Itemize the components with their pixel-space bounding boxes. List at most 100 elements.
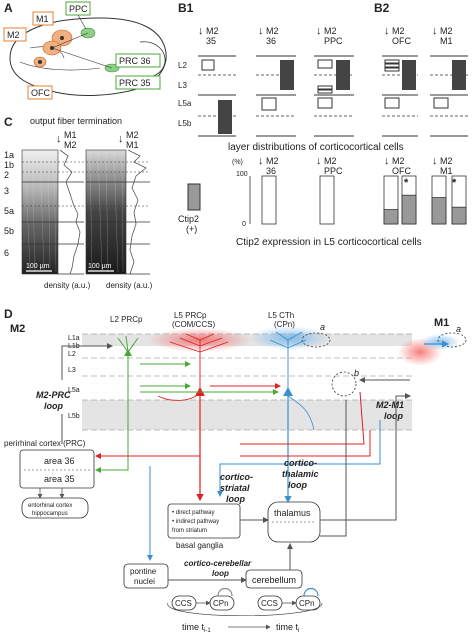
ctip2-b1-col2-line1: M2 <box>324 156 337 166</box>
b2-col2-line2: M1 <box>440 36 453 46</box>
ctip2-y100: 100 <box>236 171 248 178</box>
ccs-label-2: CCS <box>261 599 278 608</box>
panel-d: D M2 M1 L1a L1b L2 L3 L5a L5b L2 PRCp L5… <box>4 307 467 634</box>
blue-dendrite-glow <box>250 326 330 350</box>
asterisk-m1: * <box>452 177 457 189</box>
cortico-striatal-3: loop <box>226 494 245 504</box>
ctip2-b1-col1-header: ↓ M2 36 <box>258 155 279 176</box>
b1-col1-line2: 35 <box>206 36 216 46</box>
time-label-1-main: time t <box>182 622 205 632</box>
b1-col2-line1: M2 <box>266 26 279 36</box>
b2-c1-bar3 <box>384 67 400 72</box>
time-label-2-main: time t <box>276 622 299 632</box>
pontine-box <box>123 563 169 589</box>
svg-text:↓: ↓ <box>258 25 264 37</box>
time-label-1: time ti-1 <box>182 622 211 634</box>
time-label-1-sub: i-1 <box>204 628 211 634</box>
thalamus-label: thalamus <box>274 508 311 518</box>
b2-col2-line1: M2 <box>440 26 453 36</box>
prc-title: perirhinal cortex (PRC) <box>4 439 86 448</box>
ctip2-legend-line1: Ctip2 <box>178 214 199 224</box>
m1-injection-dot <box>60 36 64 40</box>
area35-label: area 35 <box>44 474 75 484</box>
cortico-striatal-1: cortico- <box>220 472 253 482</box>
d-layer-l5b: L5b <box>68 413 80 420</box>
ctip2-b1-col2-line2: PPC <box>324 166 343 176</box>
bg-item-1: • direct pathway <box>172 510 214 516</box>
panel-c-solid-lines <box>22 181 150 245</box>
time-bracket <box>167 602 323 616</box>
micrograph-m1-to-m2 <box>22 150 58 274</box>
ofc-label: OFC <box>31 88 50 98</box>
panel-c: C output fiber termination ↓ M1 M2 ↓ M2 … <box>4 115 153 290</box>
cortico-thalamic-2: thalamic <box>282 469 319 479</box>
cpn-loop-2 <box>303 587 319 597</box>
prc36-label: PRC 36 <box>119 56 151 66</box>
entorhinal-label-2: hippocampus <box>32 511 68 517</box>
b2-c2-l5a-box <box>433 97 449 109</box>
c-layer-6: 6 <box>4 248 9 258</box>
l5-prcp-sublabel: (COM/CCS) <box>172 320 215 329</box>
ctip2-b2-col1-line1: M2 <box>392 156 405 166</box>
m1-title: M1 <box>434 317 449 329</box>
ofc-injection-dot <box>38 60 42 64</box>
svg-text:↓: ↓ <box>316 25 322 37</box>
svg-text:↓: ↓ <box>258 155 264 167</box>
b2-c2-dark-box <box>452 60 466 90</box>
svg-text:↓: ↓ <box>118 133 124 145</box>
thalamus-to-m2-line <box>320 400 347 537</box>
b1-c3-l5a-box <box>317 97 333 109</box>
b2-c1-dark-box <box>402 60 416 90</box>
cpn-label-1: CPn <box>213 599 229 608</box>
ctip2-b1-col1-line2: 36 <box>266 166 276 176</box>
svg-text:↓: ↓ <box>384 155 390 167</box>
m2-m1-loop-label-1: M2-M1 <box>376 400 404 410</box>
density-xlabel-1: density (a.u.) <box>44 281 91 290</box>
ctip2-b2-col2-line2: M1 <box>440 166 453 176</box>
pontine-label-2: nuclei <box>134 577 155 586</box>
ctip2-bar-chart <box>249 175 467 225</box>
b1-col3-header: ↓ M2 PPC <box>316 25 343 46</box>
red-to-prc-arrow <box>95 430 201 459</box>
b1-col2-header: ↓ M2 36 <box>258 25 279 46</box>
b1-col1-line1: M2 <box>206 26 219 36</box>
svg-text:↓: ↓ <box>198 25 204 37</box>
l5-cth-label: L5 CTh <box>268 311 294 320</box>
panel-c-title: output fiber termination <box>30 116 122 126</box>
thalamus-to-cortex-arrow <box>320 393 411 521</box>
b1-col3-line1: M2 <box>324 26 337 36</box>
panel-b1-label: B1 <box>178 1 194 15</box>
area36-label: area 36 <box>44 456 75 466</box>
d-layer-l1a: L1a <box>68 335 80 342</box>
cpn-label-2: CPn <box>299 599 315 608</box>
b2-col1-header: ↓ M2 OFC <box>384 25 411 46</box>
m1-label: M1 <box>36 14 49 24</box>
l5-cth-neuron <box>269 331 315 470</box>
b2-c1-bar2 <box>384 63 400 68</box>
svg-text:↓: ↓ <box>432 25 438 37</box>
c-layer-2: 2 <box>4 170 9 180</box>
b1-c3-l3-bar2 <box>317 89 333 94</box>
b1-col2-line2: 36 <box>266 36 276 46</box>
l2-prcp-label: L2 PRCp <box>110 315 143 324</box>
ctip2-b1-col1-line1: M2 <box>266 156 279 166</box>
panel-b2-label: B2 <box>374 1 390 15</box>
layer-label-l5a: L5a <box>178 99 192 108</box>
ctip2-b1-col2-header: ↓ M2 PPC <box>316 155 343 176</box>
ctip2-b2-col1-header: ↓ M2 OFC <box>384 155 411 176</box>
m2-prc-loop-label-1: M2-PRC <box>36 390 71 400</box>
cerebellum-label: cerebellum <box>252 575 296 585</box>
d-layer-l5a: L5a <box>68 387 80 394</box>
ctip2-bar-frame-1 <box>319 175 335 225</box>
b2-col1-line1: M2 <box>392 26 405 36</box>
scale-bar-label-2: 100 µm <box>88 263 112 270</box>
panel-a: A PPC M1 M2 PRC 36 PRC 35 OFC <box>3 1 167 100</box>
b1-c1-l5b-box <box>218 100 232 134</box>
ctip2-legend-swatch <box>187 183 201 211</box>
ctip2-y0: 0 <box>242 221 246 228</box>
panel-c-layer-lines <box>22 161 150 207</box>
c-layer-5a: 5a <box>4 206 14 216</box>
layer-label-l5b: L5b <box>178 119 192 128</box>
ctip2-bar-fill-3 <box>401 194 417 225</box>
m2-prc-loop-label-2: loop <box>44 401 63 411</box>
